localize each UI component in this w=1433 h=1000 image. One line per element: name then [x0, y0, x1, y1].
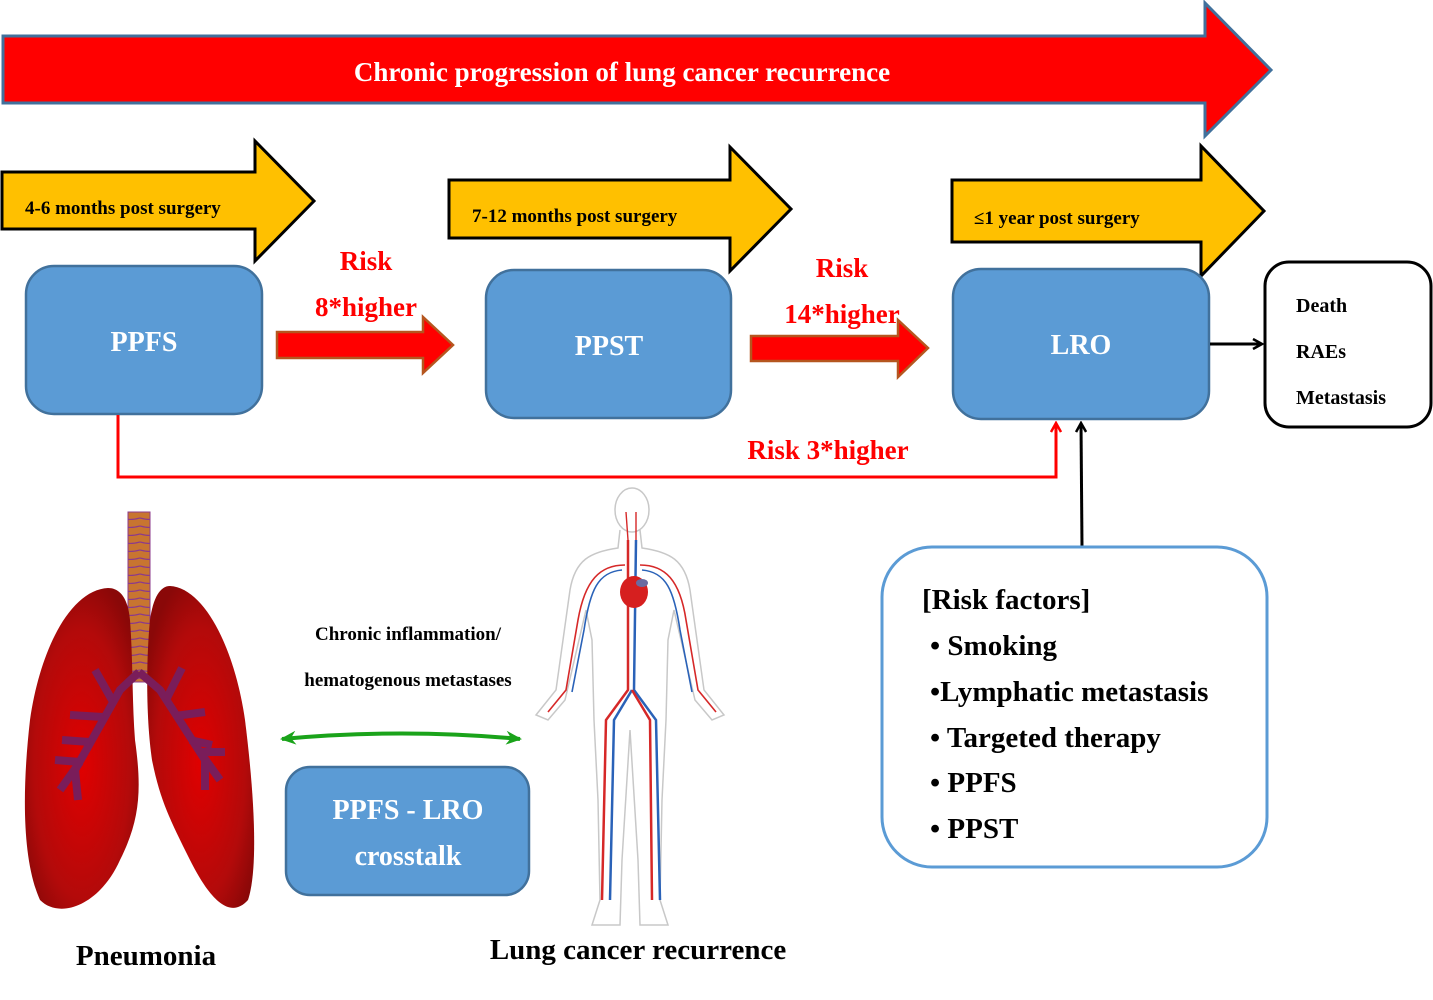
- risk-factor-item: • Targeted therapy: [930, 722, 1161, 754]
- circulatory-body-icon: Lung cancer recurrence: [490, 487, 787, 966]
- risk-factor-item: • Smoking: [930, 630, 1058, 662]
- blood-vessels: [547, 511, 717, 901]
- crosstalk-box: [284, 765, 531, 897]
- risk-factor-item: • PPFS: [930, 767, 1017, 799]
- time-arrow-3: ≤1 year post surgery: [950, 142, 1267, 280]
- risk-factors-title: [Risk factors]: [922, 584, 1090, 616]
- banner-label: Chronic progression of lung cancer recur…: [354, 57, 890, 87]
- time-arrow-shape: [447, 143, 794, 275]
- risk-factor-item: •Lymphatic metastasis: [930, 676, 1208, 708]
- time-arrow-2: 7-12 months post surgery: [447, 143, 794, 275]
- risk-factors-to-lro-arrow: [1081, 423, 1082, 548]
- outcomes-box: Death RAEs Metastasis: [1263, 260, 1433, 429]
- lungs-caption: Pneumonia: [76, 940, 217, 972]
- left-lung: [24, 588, 139, 909]
- body-outline: [534, 487, 726, 926]
- crosstalk-mechanism-line1: Chronic inflammation/: [315, 624, 502, 645]
- time-arrow-label: ≤1 year post surgery: [974, 208, 1140, 229]
- stage-label: PPFS: [111, 327, 178, 358]
- banner-arrow-shape: [1, 0, 1274, 140]
- risk-label-line1: Risk: [340, 246, 393, 276]
- bidirectional-arrow: [280, 730, 522, 745]
- risk-link-ppst-lro: Risk 14*higher: [749, 253, 930, 380]
- risk-connector-line: [116, 415, 1056, 479]
- time-arrow-label: 4-6 months post surgery: [25, 198, 221, 219]
- risk-factors-box: [Risk factors] • Smoking •Lymphatic meta…: [880, 545, 1269, 869]
- outcome-item: Metastasis: [1296, 387, 1386, 409]
- stage-label: PPST: [575, 331, 644, 362]
- stage-box-ppst: PPST: [484, 268, 733, 420]
- risk-arrow-shape: [275, 314, 455, 376]
- body-caption: Lung cancer recurrence: [490, 934, 787, 966]
- time-arrow-label: 7-12 months post surgery: [472, 206, 678, 227]
- outcome-item: RAEs: [1296, 341, 1346, 363]
- time-arrow-shape: [0, 137, 317, 265]
- risk-factor-item: • PPST: [930, 813, 1018, 845]
- risk-label-line1: Risk: [816, 253, 869, 283]
- crosstalk-section: Chronic inflammation/ hematogenous metas…: [280, 624, 531, 897]
- time-arrow-1: 4-6 months post surgery: [0, 137, 317, 265]
- risk-link-ppfs-ppst: Risk 8*higher: [275, 246, 455, 376]
- heart-vessel: [636, 579, 648, 587]
- crosstalk-mechanism-line2: hematogenous metastases: [304, 670, 511, 691]
- risk-link-ppfs-lro: Risk 3*higher: [116, 415, 1056, 479]
- risk-label-line2: 8*higher: [315, 292, 417, 322]
- crosstalk-box-line1: PPFS - LRO: [333, 795, 484, 826]
- trachea: [127, 511, 151, 683]
- outcome-item: Death: [1296, 295, 1347, 317]
- risk-label: Risk 3*higher: [747, 435, 908, 465]
- crosstalk-box-line2: crosstalk: [355, 841, 462, 872]
- stage-label: LRO: [1051, 330, 1112, 361]
- risk-arrow-shape: [749, 317, 930, 380]
- time-arrow-shape: [950, 142, 1267, 280]
- risk-label-line2: 14*higher: [784, 299, 900, 329]
- stage-box-lro: LRO: [951, 267, 1211, 421]
- stage-box-ppfs: PPFS: [24, 264, 264, 416]
- lungs-icon: Pneumonia: [24, 511, 255, 972]
- bronchi: [54, 666, 225, 801]
- progression-banner-arrow: Chronic progression of lung cancer recur…: [1, 0, 1274, 140]
